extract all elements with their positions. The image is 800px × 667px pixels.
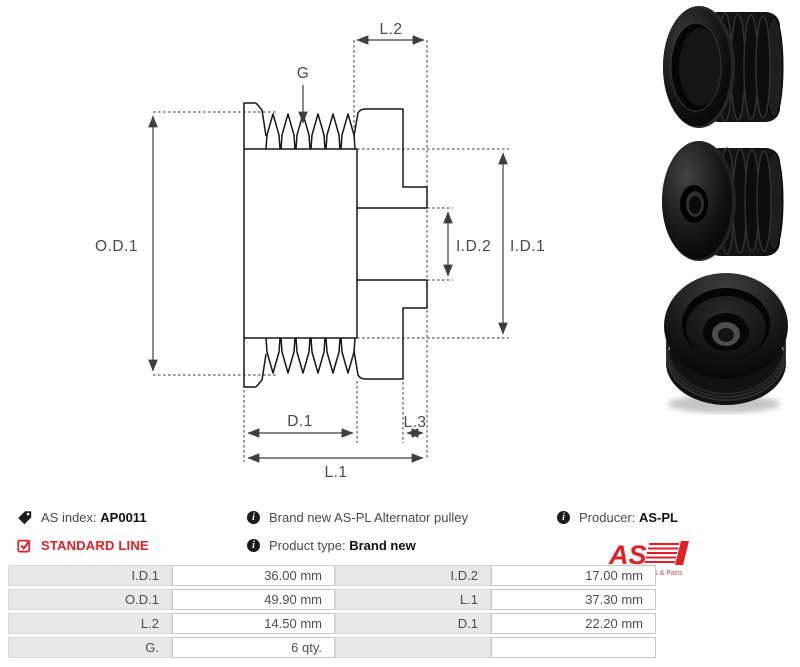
l3-label: L.3 [403, 414, 426, 431]
info-icon: i [247, 510, 260, 524]
table-row: O.D.1 49.90 mm L.1 37.30 mm [8, 589, 656, 610]
checkbox-check-icon [17, 539, 31, 552]
table-row: L.2 14.50 mm D.1 22.20 mm [8, 613, 656, 634]
product-photo-2[interactable] [644, 140, 796, 266]
product-type-row: i Product type: Brand new [247, 537, 468, 553]
product-photo-1[interactable] [644, 2, 796, 132]
l2-label: L.2 [379, 21, 402, 38]
pulley-flange [663, 6, 735, 128]
spec-value: 36.00 mm [172, 565, 335, 586]
as-index-row: AS index: AP0011 [17, 509, 149, 525]
product-type-label: Product type: [269, 537, 346, 553]
spec-value: 6 qty. [172, 637, 335, 658]
id1-label: I.D.1 [510, 238, 545, 255]
standard-line-row: STANDARD LINE [17, 537, 149, 553]
dimension-id1: I.D.1 [498, 152, 545, 335]
spec-table: I.D.1 36.00 mm I.D.2 17.00 mm O.D.1 49.9… [8, 562, 656, 661]
spec-label: I.D.1 [8, 565, 172, 586]
info-icon: i [557, 510, 570, 524]
as-logo-flag [675, 541, 689, 565]
spec-label: L.1 [335, 589, 491, 610]
as-logo-stripes [645, 542, 679, 564]
tag-icon [18, 510, 32, 524]
spec-value: 22.20 mm [491, 613, 656, 634]
producer-value: AS-PL [639, 509, 678, 525]
standard-line-badge: STANDARD LINE [41, 537, 149, 553]
pulley-technical-drawing: O.D.1 G L.2 I.D.2 I.D.1 D.1 L.3 L.1 [95, 21, 545, 481]
description-row: i Brand new AS-PL Alternator pulley [247, 509, 468, 525]
spec-label [335, 637, 491, 658]
spec-label: D.1 [335, 613, 491, 634]
dimension-od1: O.D.1 [95, 115, 158, 372]
product-photo-3[interactable] [644, 268, 796, 420]
dimension-g: G [297, 65, 310, 124]
spec-value: 14.50 mm [172, 613, 335, 634]
table-row: G. 6 qty. [8, 637, 656, 658]
dimension-l1: L.1 [247, 453, 424, 481]
d1-label: D.1 [287, 413, 313, 430]
product-description: Brand new AS-PL Alternator pulley [269, 509, 468, 525]
spec-value: 17.00 mm [491, 565, 656, 586]
producer-label: Producer: [579, 509, 636, 525]
dimension-l3: L.3 [403, 414, 426, 438]
spec-value: 49.90 mm [172, 589, 335, 610]
extension-lines [153, 40, 509, 462]
dimension-d1: D.1 [247, 413, 354, 438]
dimension-id2: I.D.2 [443, 211, 491, 277]
spec-value: 37.30 mm [491, 589, 656, 610]
l1-label: L.1 [324, 464, 347, 481]
id2-label: I.D.2 [456, 238, 491, 255]
pulley-outline [243, 102, 428, 388]
g-label: G [297, 65, 310, 82]
info-icon: i [247, 538, 260, 552]
pulley-flange [662, 141, 736, 261]
spec-value [491, 637, 656, 658]
spec-label: L.2 [8, 613, 172, 634]
as-index-label: AS index: [41, 509, 97, 525]
spec-label: I.D.2 [335, 565, 491, 586]
as-index-value: AP0011 [100, 509, 147, 525]
table-row: I.D.1 36.00 mm I.D.2 17.00 mm [8, 565, 656, 586]
od1-label: O.D.1 [95, 238, 138, 255]
spec-label: G. [8, 637, 172, 658]
info-column-description: i Brand new AS-PL Alternator pulley i Pr… [247, 509, 468, 565]
spec-label: O.D.1 [8, 589, 172, 610]
pulley-face [664, 273, 788, 379]
product-type-value: Brand new [349, 537, 416, 553]
producer-row: i Producer: AS-PL [557, 509, 695, 525]
info-column-index: AS index: AP0011 STANDARD LINE [17, 509, 149, 565]
dimension-l2: L.2 [356, 21, 425, 45]
